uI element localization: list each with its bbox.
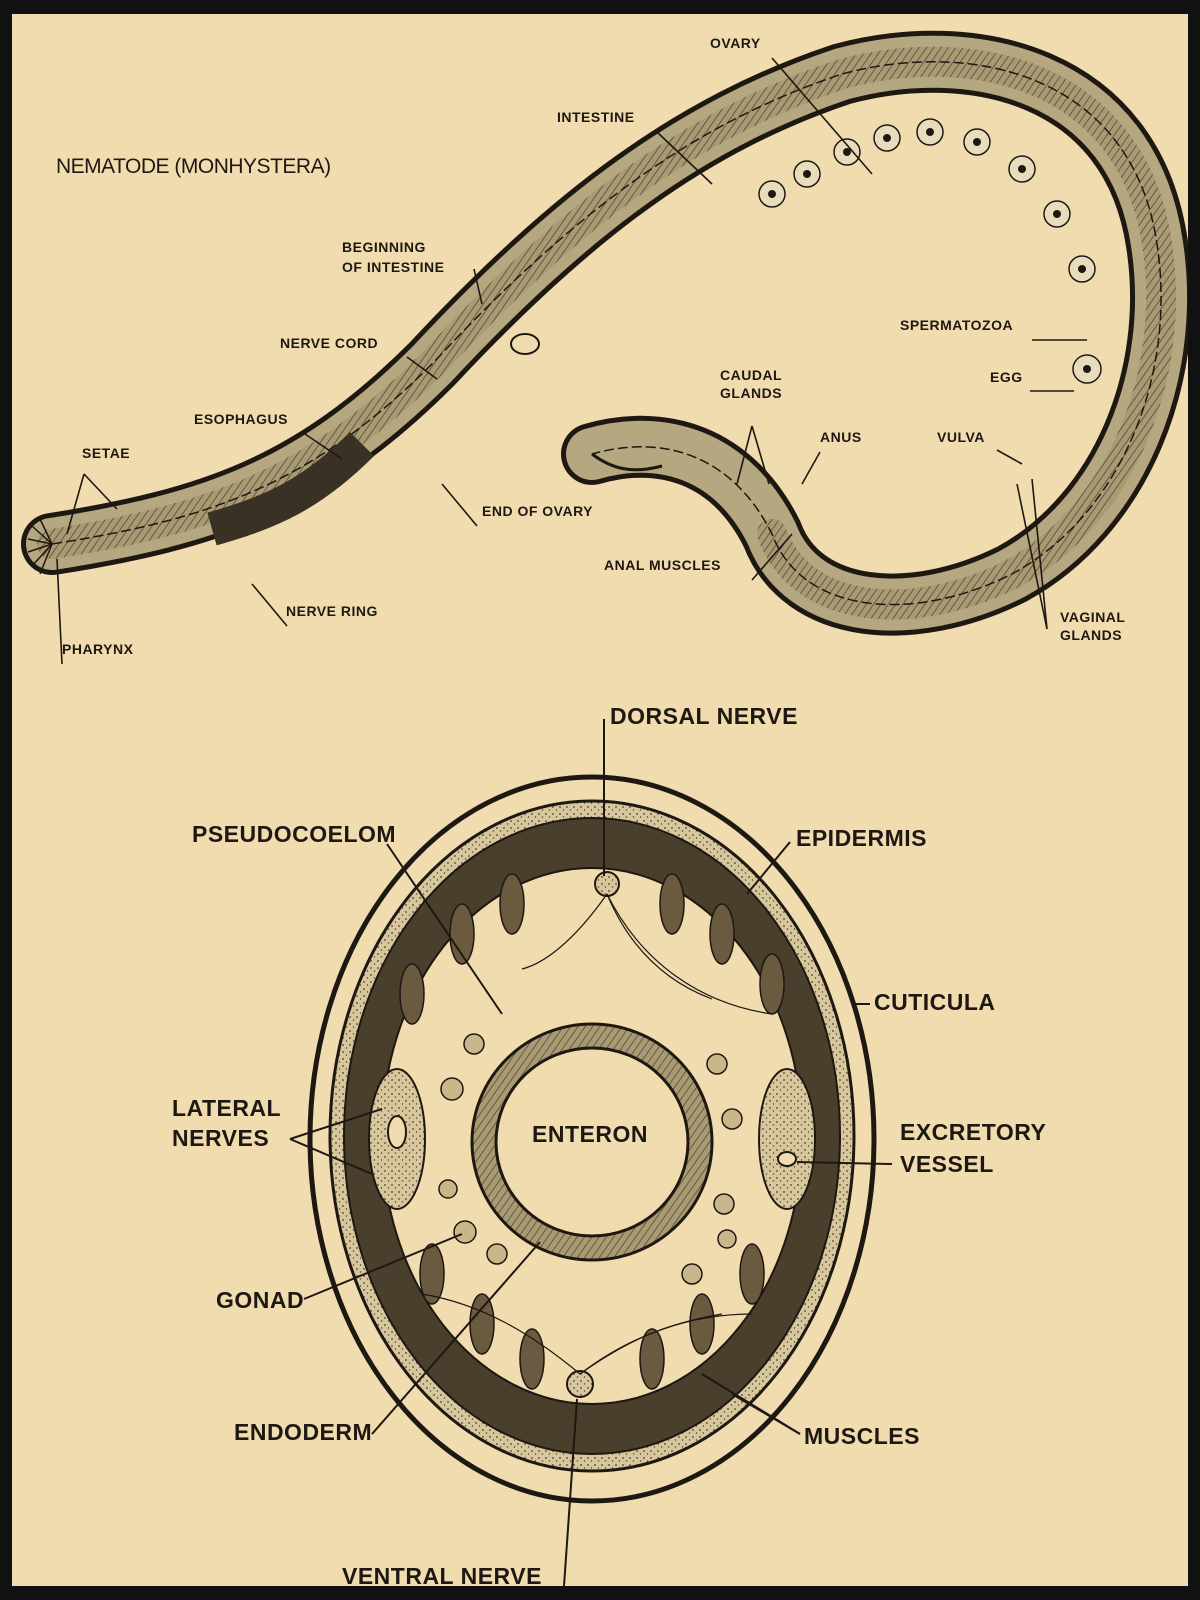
esophagus-block — [207, 431, 375, 546]
nematode-tail — [591, 452, 663, 472]
diagram-canvas — [21, 30, 1188, 1586]
label-cuticula: CUTICULA — [874, 989, 996, 1015]
label-caudal-glands-1: CAUDAL — [720, 367, 783, 383]
label-ovary: OVARY — [710, 35, 761, 51]
longitudinal-leader-lines — [56, 57, 1087, 665]
ventral-nerve-node — [566, 1370, 594, 1398]
label-muscles: MUSCLES — [804, 1423, 920, 1449]
cross-section-leader-lines — [289, 719, 893, 1586]
label-beginning-of-intestine-1: BEGINNING — [342, 239, 426, 255]
label-nerve-cord: NERVE CORD — [280, 335, 379, 351]
label-egg: EGG — [990, 369, 1023, 385]
label-enteron: ENTERON — [532, 1121, 648, 1147]
cross-section-drawing — [289, 719, 893, 1586]
label-ventral-nerve: VENTRAL NERVE — [342, 1563, 542, 1586]
nerve-fibres — [421, 893, 773, 1375]
diagram-plate: NEMATODE (MONHYSTERA) OVARY INTESTINE BE… — [12, 14, 1188, 1586]
label-lateral-nerves-2: NERVES — [172, 1125, 270, 1151]
gonad-cells — [438, 1033, 743, 1285]
label-esophagus: ESOPHAGUS — [194, 411, 288, 427]
label-pharynx: PHARYNX — [62, 641, 134, 657]
left-lateral-canal — [387, 1115, 407, 1149]
label-nerve-ring: NERVE RING — [286, 603, 378, 619]
label-excretory-vessel-1: EXCRETORY — [900, 1119, 1047, 1145]
label-gonad: GONAD — [216, 1287, 305, 1313]
lateral-cord-right — [758, 1068, 816, 1210]
label-pseudocoelom: PSEUDOCOELOM — [192, 821, 397, 847]
label-vaginal-glands-2: GLANDS — [1060, 627, 1123, 643]
dorsal-nerve-node — [594, 871, 620, 897]
label-caudal-glands-2: GLANDS — [720, 385, 783, 401]
nematode-longitudinal-drawing — [21, 30, 1188, 665]
cuticula-ring — [307, 774, 877, 1504]
intestine-bulb — [510, 333, 540, 355]
label-setae: SETAE — [82, 445, 131, 461]
label-end-of-ovary: END OF OVARY — [482, 503, 594, 519]
label-spermatozoa: SPERMATOZOA — [900, 317, 1014, 333]
label-epidermis: EPIDERMIS — [796, 825, 928, 851]
label-anal-muscles: ANAL MUSCLES — [604, 557, 721, 573]
label-vulva: VULVA — [937, 429, 985, 445]
enteron-lumen — [494, 1046, 690, 1238]
label-beginning-of-intestine-2: OF INTESTINE — [342, 259, 445, 275]
label-excretory-vessel-2: VESSEL — [900, 1151, 994, 1177]
muscle-fingers — [399, 873, 785, 1390]
excretory-vessel-canal — [777, 1151, 797, 1167]
label-vaginal-glands-1: VAGINAL — [1060, 609, 1126, 625]
diagram-title: NEMATODE (MONHYSTERA) — [56, 155, 331, 178]
nematode-center-line — [51, 60, 1162, 606]
label-endoderm: ENDODERM — [234, 1419, 373, 1445]
label-dorsal-nerve: DORSAL NERVE — [610, 703, 798, 729]
ovary-egg-cells — [758, 118, 1102, 384]
label-lateral-nerves-1: LATERAL — [172, 1095, 282, 1121]
label-anus: ANUS — [820, 429, 862, 445]
setae-bristles — [27, 518, 53, 575]
label-intestine: INTESTINE — [557, 109, 635, 125]
